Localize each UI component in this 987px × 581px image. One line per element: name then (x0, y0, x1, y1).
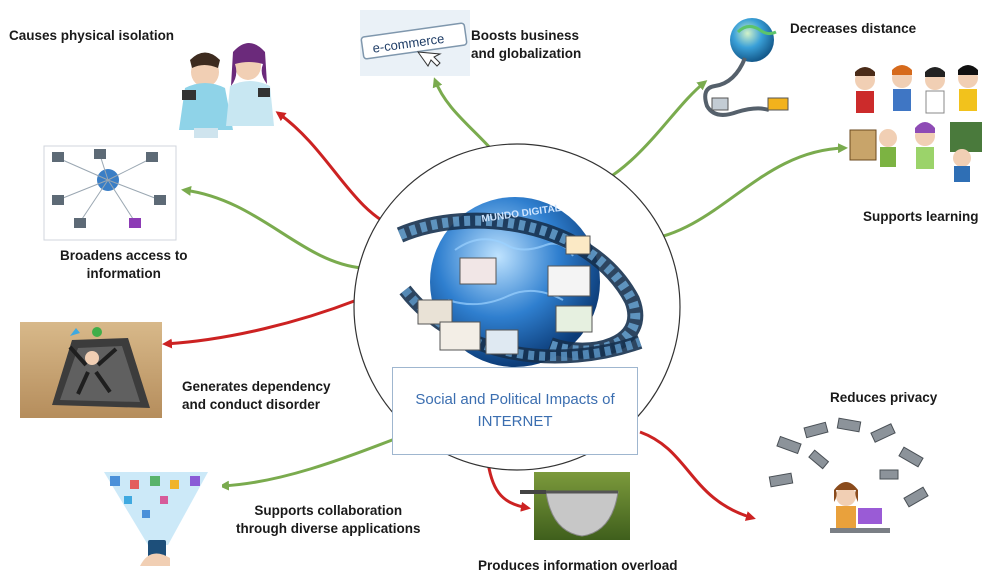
label-line: and conduct disorder (182, 397, 321, 412)
label-produces-information-overload: Produces information overload (478, 557, 678, 575)
label-supports-collaboration: Supports collaboration through diverse a… (236, 502, 421, 538)
digital-world-globe-illustration: MUNDO DIGITAL (396, 197, 644, 367)
label-line: Generates dependency (182, 379, 331, 394)
privacy-surveillance-illustration (768, 417, 929, 533)
center-title-line1: Social and Political Impacts of (415, 391, 615, 408)
distance-globe-illustration (703, 18, 789, 117)
label-line: Supports learning (863, 209, 979, 224)
label-supports-learning: Supports learning (863, 208, 979, 226)
information-overload-illustration (520, 472, 630, 540)
dependency-illustration (20, 322, 162, 418)
label-line: Causes physical isolation (9, 28, 175, 43)
arrow-to-collaboration (219, 435, 401, 491)
label-line: Supports collaboration (254, 503, 403, 518)
isolation-illustration (179, 43, 274, 138)
collaboration-illustration (90, 472, 222, 566)
label-line: information (86, 266, 161, 281)
arrow-to-isolation (275, 111, 399, 231)
learning-illustration (849, 65, 982, 182)
ecommerce-illustration: e-commerce (360, 10, 470, 76)
information-network-illustration (43, 145, 177, 241)
center-title-box: Social and Political Impacts of INTERNET (392, 367, 638, 455)
label-boosts-business: Boosts business and globalization (471, 27, 581, 63)
label-line: through diverse applications (236, 521, 421, 536)
label-generates-dependency: Generates dependency and conduct disorde… (182, 378, 331, 414)
label-line: Reduces privacy (830, 390, 938, 405)
label-line: Broadens access to (60, 248, 188, 263)
arrow-to-privacy (639, 430, 756, 521)
arrow-to-dependency (162, 298, 358, 349)
label-decreases-distance: Decreases distance (790, 20, 916, 38)
label-broadens-access: Broadens access to information (60, 247, 188, 283)
arrow-to-learning (644, 143, 848, 242)
center-title-line2: INTERNET (477, 413, 553, 430)
label-causes-physical-isolation: Causes physical isolation (9, 27, 174, 45)
arrow-to-access (181, 185, 363, 270)
label-reduces-privacy: Reduces privacy (830, 389, 937, 407)
label-line: Produces information overload (478, 558, 678, 573)
label-line: and globalization (471, 46, 582, 61)
label-line: Boosts business (471, 28, 580, 43)
label-line: Decreases distance (790, 21, 917, 36)
